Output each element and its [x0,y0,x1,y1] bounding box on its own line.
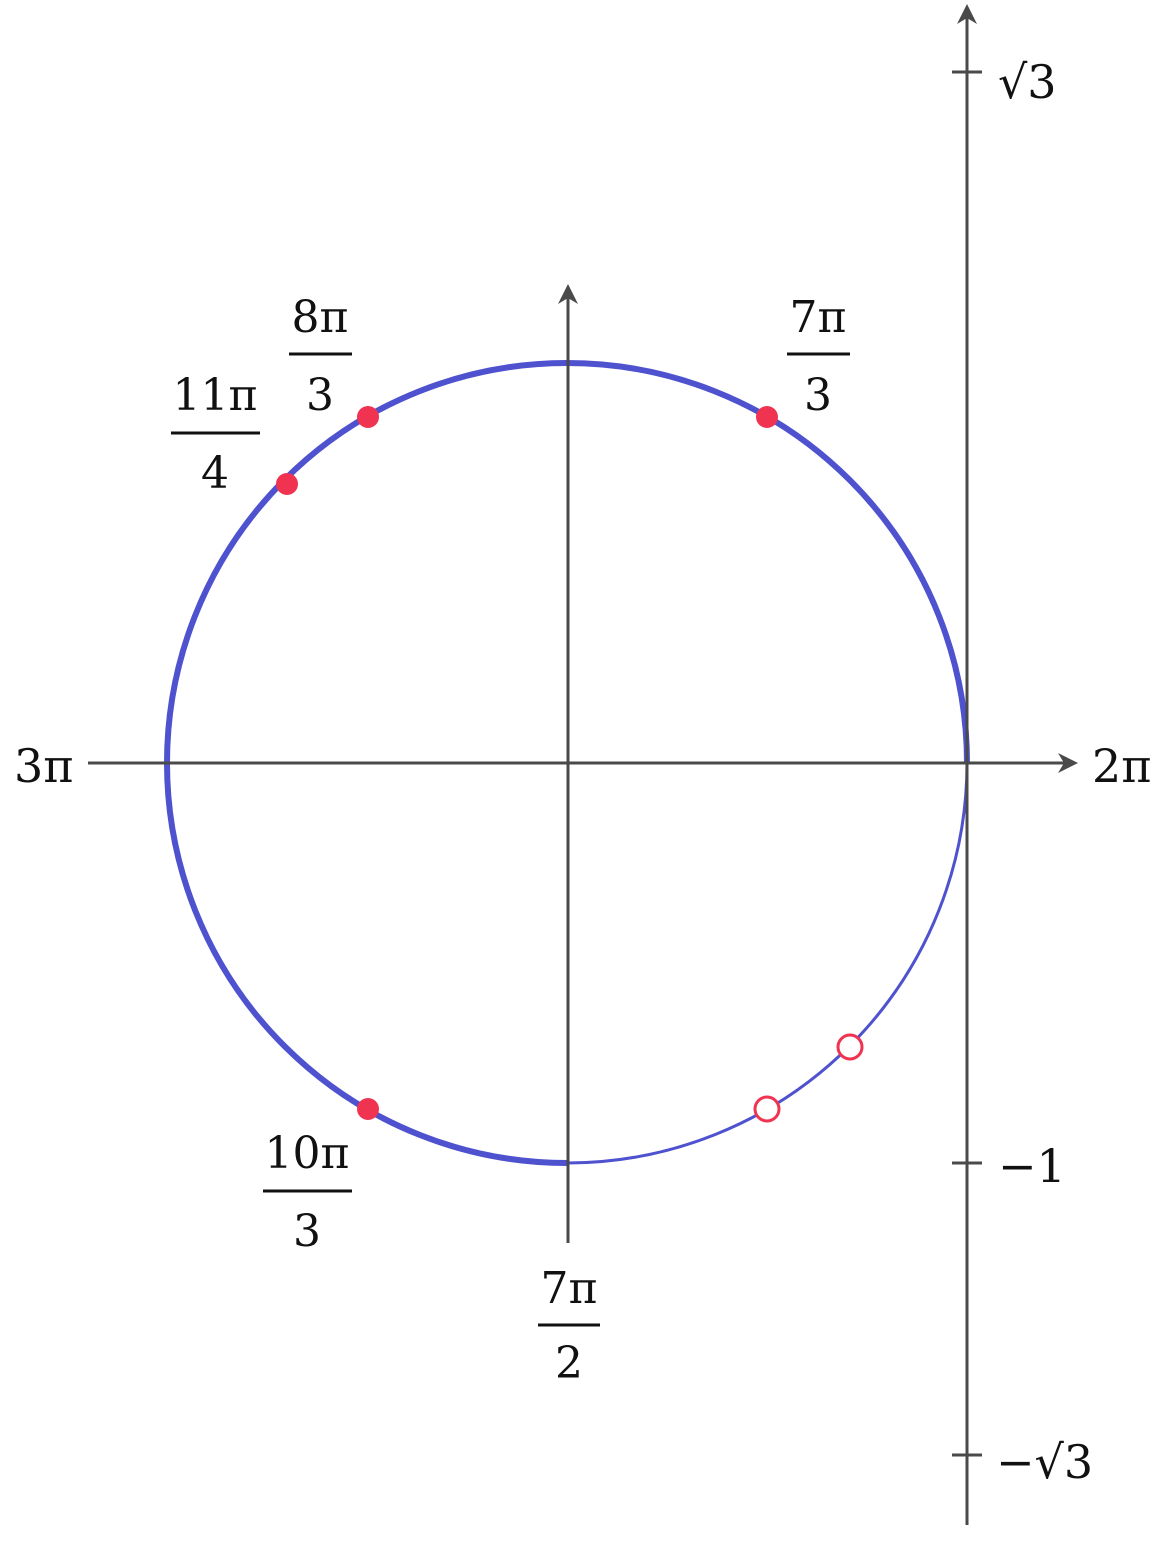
point-open-1 [836,1033,864,1061]
point-open-2 [753,1095,781,1123]
point-11pi-4 [276,473,298,495]
label-7pi-3: 7π 3 [787,292,850,421]
label-10pi-3: 10π 3 [263,1128,352,1257]
label-8pi-3-numerator: 8π [292,292,349,343]
tick-label-neg-sqrt3: −√3 [996,1435,1093,1489]
label-2pi: 2π [1092,739,1152,793]
tick-label-neg1: −1 [998,1139,1066,1193]
label-10pi-3-denominator: 3 [293,1206,321,1257]
label-7pi-3-numerator: 7π [790,292,847,343]
point-10pi-3 [357,1098,379,1120]
label-3pi: 3π [14,739,74,793]
label-10pi-3-numerator: 10π [265,1128,350,1179]
label-7pi-2-numerator: 7π [541,1263,598,1314]
label-11pi-4: 11π 4 [171,370,260,499]
label-11pi-4-numerator: 11π [173,370,258,421]
label-7pi-3-denominator: 3 [804,370,832,421]
point-7pi-3 [756,406,778,428]
label-7pi-2: 7π 2 [538,1263,600,1389]
label-7pi-2-denominator: 2 [555,1338,583,1389]
label-8pi-3: 8π 3 [289,292,352,421]
label-11pi-4-denominator: 4 [201,448,229,499]
tick-label-sqrt3: √3 [998,55,1057,109]
label-8pi-3-denominator: 3 [306,370,334,421]
point-8pi-3 [357,406,379,428]
